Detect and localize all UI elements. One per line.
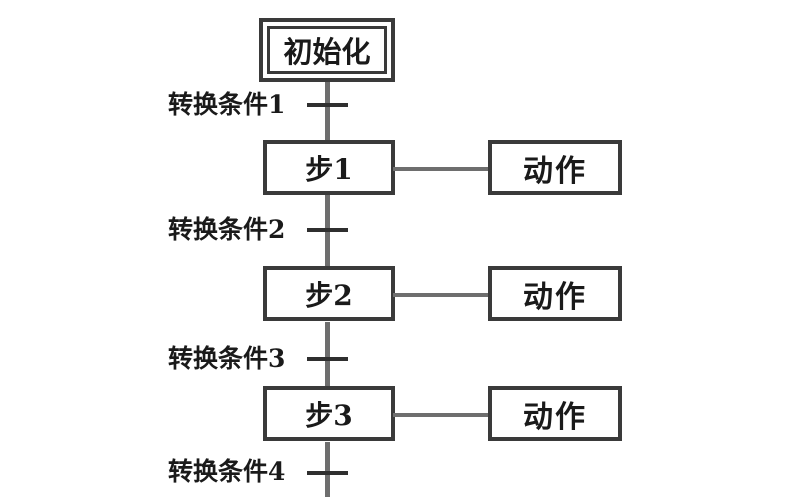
step-box-1: 步1 [263,140,395,195]
step-label-2: 步2 [305,278,353,312]
step-label-1: 步1 [305,152,353,186]
flow-line-step3-exit [325,442,330,497]
step-label-3: 步3 [305,398,353,432]
initial-step-inner-box: 初始化 [267,26,387,74]
connector-step3-action [393,413,490,417]
flow-line-init-to-step1 [325,82,330,142]
action-label-1: 动作 [523,153,587,189]
transition-label-4: 转换条件4 [168,457,286,486]
transition-bar-4 [307,471,348,475]
flow-line-step2-to-step3 [325,322,330,388]
transition-label-1: 转换条件1 [168,90,286,119]
action-label-2: 动作 [523,279,587,315]
action-box-2: 动作 [488,266,622,321]
transition-label-2: 转换条件2 [168,215,286,244]
step-box-2: 步2 [263,266,395,321]
action-box-1: 动作 [488,140,622,195]
initial-step-label: 初始化 [283,35,371,69]
connector-step2-action [393,293,490,297]
transition-bar-3 [307,357,348,361]
action-label-3: 动作 [523,399,587,435]
initial-step-box: 初始化 [259,18,395,82]
step-box-3: 步3 [263,386,395,441]
transition-label-3: 转换条件3 [168,344,286,373]
connector-step1-action [393,167,490,171]
transition-bar-1 [307,103,348,107]
action-box-3: 动作 [488,386,622,441]
transition-bar-2 [307,228,348,232]
